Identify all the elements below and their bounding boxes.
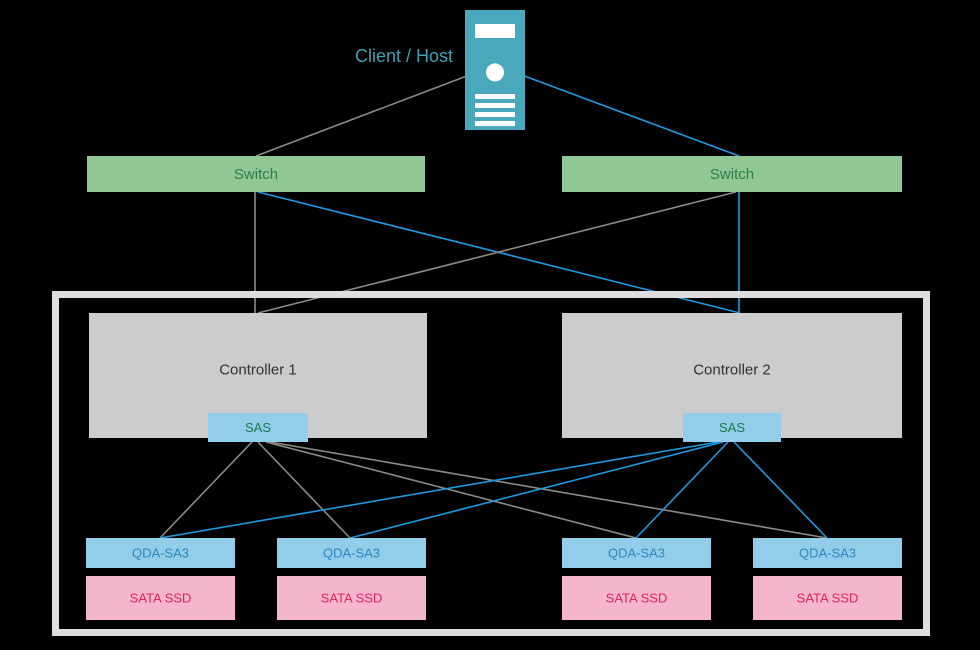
- link-sas-2-to-drive-4: [733, 441, 828, 539]
- switch-label-switch-2: Switch: [710, 166, 754, 183]
- qda-adapter-box-drive-4[interactable]: [753, 538, 902, 568]
- tower-computer-icon[interactable]: [465, 10, 525, 130]
- sata-ssd-label-drive-1: SATA SSD: [130, 590, 192, 605]
- link-sas-1-to-drive-1: [159, 441, 253, 539]
- sata-ssd-box-drive-4[interactable]: [753, 576, 902, 620]
- tower-power-button[interactable]: [486, 63, 504, 82]
- controller-label-controller-2: Controller 2: [693, 361, 771, 378]
- sata-ssd-label-drive-4: SATA SSD: [797, 590, 859, 605]
- link-sas-2-to-drive-3: [635, 441, 729, 539]
- tower-vent-line: [475, 112, 515, 117]
- switch-box-switch-1[interactable]: [87, 156, 425, 192]
- qda-adapter-label-drive-2: QDA-SA3: [323, 545, 380, 560]
- storage-enclosure-border: [52, 291, 930, 636]
- qda-adapter-label-drive-4: QDA-SA3: [799, 545, 856, 560]
- link-sas-1-to-drive-4: [269, 441, 828, 539]
- link-sas-1-to-drive-2: [257, 441, 351, 539]
- sas-port-label-sas-port-1: SAS: [245, 420, 271, 435]
- tower-vent-line: [475, 94, 515, 99]
- switch-box-switch-2[interactable]: [562, 156, 902, 192]
- qda-adapter-box-drive-3[interactable]: [562, 538, 711, 568]
- tower-vent-line: [475, 121, 515, 126]
- link-sas-2-to-drive-2: [349, 441, 724, 539]
- link-host-to-switch-1: [255, 73, 473, 157]
- connection-links: [159, 73, 828, 539]
- link-sas-2-to-drive-1: [159, 441, 719, 539]
- qda-adapter-label-drive-1: QDA-SA3: [132, 545, 189, 560]
- sas-port-label-sas-port-2: SAS: [719, 420, 745, 435]
- link-sas-1-to-drive-3: [265, 441, 637, 539]
- sata-ssd-label-drive-3: SATA SSD: [606, 590, 668, 605]
- sas-port-box-sas-port-1[interactable]: [208, 413, 308, 442]
- tower-vent-line: [475, 103, 515, 108]
- sata-ssd-box-drive-1[interactable]: [86, 576, 235, 620]
- sata-ssd-box-drive-3[interactable]: [562, 576, 711, 620]
- qda-adapter-box-drive-2[interactable]: [277, 538, 426, 568]
- sata-ssd-box-drive-2[interactable]: [277, 576, 426, 620]
- qda-adapter-label-drive-3: QDA-SA3: [608, 545, 665, 560]
- qda-adapter-box-drive-1[interactable]: [86, 538, 235, 568]
- sas-port-box-sas-port-2[interactable]: [683, 413, 781, 442]
- host-label: Client / Host: [355, 46, 453, 66]
- tower-drive-bay: [475, 24, 515, 38]
- sata-ssd-label-drive-2: SATA SSD: [321, 590, 383, 605]
- link-host-to-switch-2: [518, 73, 740, 157]
- switch-label-switch-1: Switch: [234, 166, 278, 183]
- controller-label-controller-1: Controller 1: [219, 361, 297, 378]
